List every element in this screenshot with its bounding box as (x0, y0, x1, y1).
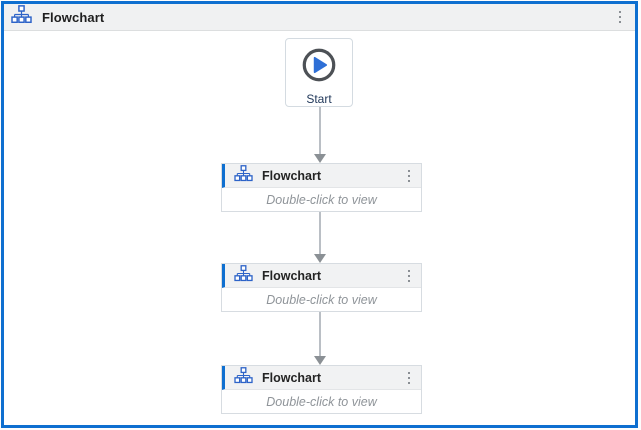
start-label: Start (306, 92, 332, 106)
connector-line (319, 212, 321, 254)
node-hint: Double-click to view (266, 394, 377, 409)
flowchart-title-bar: Flowchart (4, 4, 635, 31)
connector-arrow[interactable] (314, 312, 326, 365)
kebab-menu-icon (408, 169, 410, 182)
kebab-menu-icon (619, 11, 621, 23)
panel-title: Flowchart (42, 9, 105, 25)
flowchart-node[interactable]: Flowchart Double-click to view (221, 263, 422, 312)
arrow-down-icon (314, 154, 326, 163)
connector-arrow[interactable] (314, 212, 326, 263)
kebab-menu-icon (408, 371, 410, 384)
node-header: Flowchart (222, 164, 421, 188)
panel-menu-button[interactable] (613, 8, 627, 26)
node-body[interactable]: Double-click to view (222, 288, 421, 311)
node-hint: Double-click to view (266, 192, 377, 207)
start-node[interactable]: Start (285, 38, 353, 107)
node-body[interactable]: Double-click to view (222, 390, 421, 413)
node-menu-button[interactable] (402, 369, 416, 387)
connector-line (319, 312, 321, 356)
node-body[interactable]: Double-click to view (222, 188, 421, 211)
connector-line (319, 107, 321, 154)
node-header: Flowchart (222, 366, 421, 390)
node-menu-button[interactable] (402, 267, 416, 285)
flowchart-canvas[interactable]: Start (4, 31, 635, 425)
connector-arrow[interactable] (314, 107, 326, 163)
flowchart-icon (234, 164, 253, 187)
flowchart-node[interactable]: Flowchart Double-click to view (221, 163, 422, 212)
flowchart-icon (234, 366, 253, 389)
node-title: Flowchart (262, 168, 322, 183)
node-title: Flowchart (262, 268, 322, 283)
node-header: Flowchart (222, 264, 421, 288)
node-title: Flowchart (262, 370, 322, 385)
node-menu-button[interactable] (402, 167, 416, 185)
play-circle-icon (300, 46, 338, 89)
flowchart-node[interactable]: Flowchart Double-click to view (221, 365, 422, 414)
arrow-down-icon (314, 254, 326, 263)
arrow-down-icon (314, 356, 326, 365)
node-hint: Double-click to view (266, 292, 377, 307)
flowchart-icon (234, 264, 253, 287)
kebab-menu-icon (408, 269, 410, 282)
flowchart-icon (11, 5, 32, 29)
